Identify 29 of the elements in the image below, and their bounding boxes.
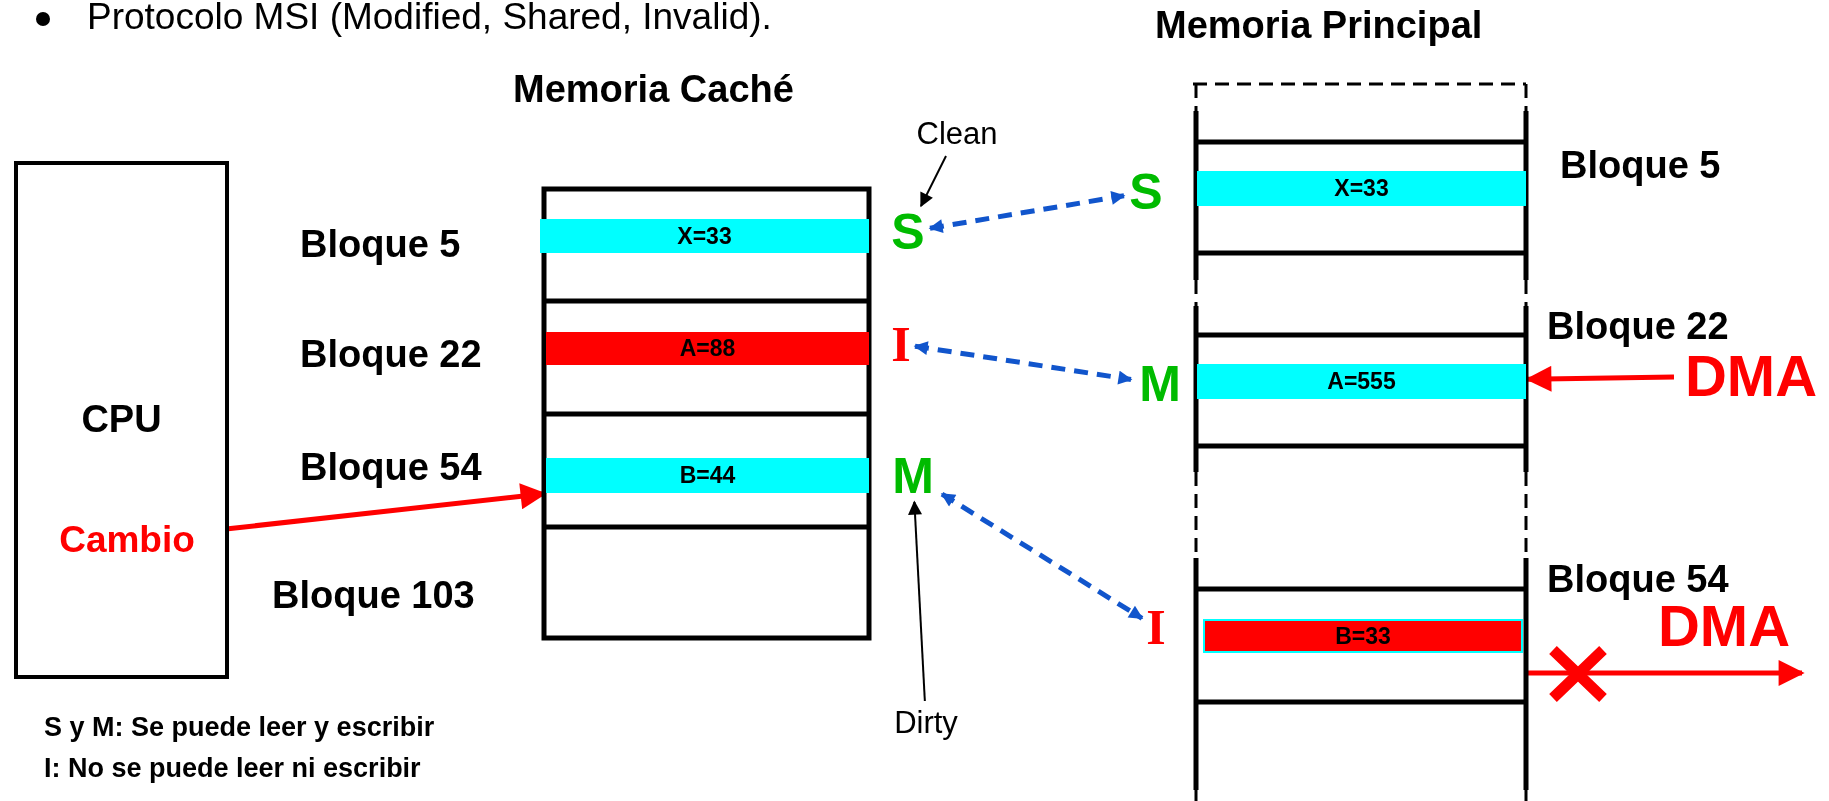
node-label: CPU [80, 398, 163, 441]
block-heading: Memoria Principal [1155, 4, 1483, 47]
cache-line-bar: B=33 [1203, 619, 1523, 653]
cache-line-bar: A=555 [1197, 364, 1526, 399]
state-letter: S [1126, 168, 1166, 216]
block-label: Bloque 22 [1547, 305, 1729, 348]
cpu-box [14, 161, 229, 679]
cache-line-bar: A=88 [546, 332, 869, 365]
cache-line-bar: B=44 [546, 458, 869, 493]
annotation-text: Dirty [876, 703, 976, 743]
block-label: Bloque 54 [300, 446, 482, 489]
block-label: Bloque 5 [1560, 144, 1721, 187]
state-letter: I [1144, 603, 1168, 651]
block-label: Bloque 22 [300, 333, 482, 376]
cache-line-bar: X=33 [540, 219, 869, 253]
state-letter: M [1133, 360, 1187, 408]
state-letter: S [888, 208, 928, 256]
change-label: Cambio [37, 518, 217, 562]
annotation-text: Clean [903, 114, 1011, 154]
bullet-text: Protocolo MSI (Modified, Shared, Invalid). [87, 0, 772, 38]
state-letter: M [886, 452, 940, 500]
note-text: I: No se puede leer ni escribir [44, 753, 421, 784]
dma-label: DMA [1676, 346, 1826, 406]
state-letter: I [889, 320, 913, 368]
note-text: S y M: Se puede leer y escribir [44, 712, 435, 743]
block-heading: Memoria Caché [513, 68, 794, 111]
cache-line-bar: X=33 [1197, 171, 1526, 206]
block-label: Bloque 103 [272, 574, 475, 617]
block-label: Bloque 5 [300, 223, 461, 266]
